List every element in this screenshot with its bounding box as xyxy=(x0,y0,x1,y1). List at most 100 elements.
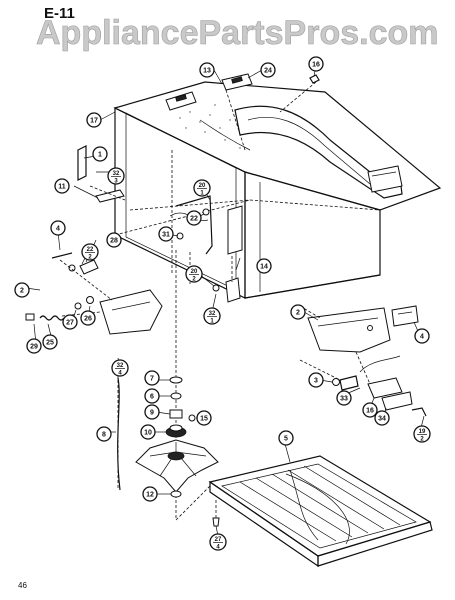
top-component-24 xyxy=(221,73,253,91)
callout-number: 11 xyxy=(58,184,66,191)
top-component-13 xyxy=(165,91,197,111)
callout-c14: 14 xyxy=(256,258,272,274)
leader-lines xyxy=(25,65,425,537)
clip-16-top xyxy=(309,74,320,84)
callout-c31: 31 xyxy=(158,226,174,242)
callout-c10: 10 xyxy=(140,424,156,440)
callout-number: 10 xyxy=(144,430,152,437)
left-hinge-parts xyxy=(25,145,163,335)
callout-number: 4 xyxy=(56,226,60,233)
callout-c15: 15 xyxy=(196,410,212,426)
callout-c17: 17 xyxy=(86,112,102,128)
callout-c32a: 323 xyxy=(107,167,125,185)
callout-number: 13 xyxy=(203,68,211,75)
callout-c27a: 27 xyxy=(62,314,78,330)
page-number: 46 xyxy=(18,581,27,590)
callout-quantity: 3 xyxy=(114,179,118,185)
callout-c2b: 2 xyxy=(290,304,306,320)
callout-quantity: 4 xyxy=(118,371,122,377)
callout-c20b: 202 xyxy=(185,265,203,283)
callout-c4a: 4 xyxy=(50,220,66,236)
callout-c3: 3 xyxy=(308,372,324,388)
callout-c22b: 222 xyxy=(81,243,99,261)
callout-number: 2 xyxy=(296,310,300,317)
callout-number: 19 xyxy=(419,429,426,435)
center-bracket xyxy=(169,195,243,303)
section-label: E-11 xyxy=(44,5,75,22)
callout-number: 25 xyxy=(46,340,54,347)
watermark: AppliancePartsPros.com xyxy=(36,14,438,52)
callout-c20a: 201 xyxy=(193,179,211,197)
callout-number: 7 xyxy=(150,376,154,383)
callout-c4b: 4 xyxy=(414,328,430,344)
callout-quantity: 2 xyxy=(88,255,92,261)
callout-number: 16 xyxy=(312,62,320,69)
callout-number: 14 xyxy=(260,264,268,271)
callout-c34: 34 xyxy=(374,410,390,426)
callout-quantity: 4 xyxy=(216,545,220,551)
callout-c25: 25 xyxy=(42,334,58,350)
callout-c24: 24 xyxy=(260,62,276,78)
callout-number: 12 xyxy=(146,492,154,499)
callout-number: 33 xyxy=(340,396,348,403)
callout-quantity: 1 xyxy=(210,319,214,325)
callout-quantity: 2 xyxy=(192,277,196,283)
callout-number: 22 xyxy=(87,247,94,253)
screw-27-bottom xyxy=(212,500,220,527)
callout-number: 16 xyxy=(366,408,374,415)
callout-number: 32 xyxy=(209,311,216,317)
right-bracket-2 xyxy=(299,305,391,353)
callout-c16a: 16 xyxy=(308,56,324,72)
callout-number: 31 xyxy=(162,232,170,239)
right-lower-parts xyxy=(299,351,427,417)
callout-c29: 29 xyxy=(26,338,42,354)
callout-c19: 192 xyxy=(413,425,431,443)
callout-c11: 11 xyxy=(54,178,70,194)
callout-number: 15 xyxy=(200,416,208,423)
callout-number: 9 xyxy=(150,410,154,417)
callout-c12: 12 xyxy=(142,486,158,502)
callout-c33: 33 xyxy=(336,390,352,406)
callout-c16b: 16 xyxy=(362,402,378,418)
callout-number: 6 xyxy=(150,394,154,401)
right-plate-4 xyxy=(391,305,419,327)
callout-number: 1 xyxy=(98,152,102,159)
callout-c2a: 2 xyxy=(14,282,30,298)
callout-number: 5 xyxy=(284,436,288,443)
callout-number: 28 xyxy=(110,238,118,245)
callout-number: 29 xyxy=(30,344,38,351)
callout-c8: 8 xyxy=(96,426,112,442)
callout-number: 34 xyxy=(378,416,386,423)
callout-number: 8 xyxy=(102,432,106,439)
callout-c13: 13 xyxy=(199,62,215,78)
callout-number: 20 xyxy=(191,269,198,275)
callout-number: 27 xyxy=(66,320,74,327)
stirrer-fan xyxy=(135,439,219,493)
callout-number: 24 xyxy=(264,68,272,75)
callout-number: 27 xyxy=(215,537,222,543)
callout-number: 32 xyxy=(117,363,124,369)
callout-c32c: 324 xyxy=(111,359,129,377)
callout-c6: 6 xyxy=(144,388,160,404)
callout-c7: 7 xyxy=(144,370,160,386)
washer-12 xyxy=(170,490,182,498)
callout-quantity: 2 xyxy=(420,437,424,443)
callout-number: 4 xyxy=(420,334,424,341)
callout-c9: 9 xyxy=(144,404,160,420)
callout-number: 32 xyxy=(113,171,120,177)
callout-c28: 28 xyxy=(106,232,122,248)
callout-c22a: 22 xyxy=(186,210,202,226)
callout-number: 22 xyxy=(190,216,198,223)
callout-c5: 5 xyxy=(278,430,294,446)
callout-number: 26 xyxy=(84,316,92,323)
callout-c26: 26 xyxy=(80,310,96,326)
bottom-shelf xyxy=(175,455,433,568)
callout-c1: 1 xyxy=(92,146,108,162)
callout-number: 17 xyxy=(90,118,98,125)
callout-quantity: 1 xyxy=(200,191,204,197)
callout-number: 2 xyxy=(20,288,24,295)
callout-c32b: 321 xyxy=(203,307,221,325)
callout-number: 3 xyxy=(314,378,318,385)
